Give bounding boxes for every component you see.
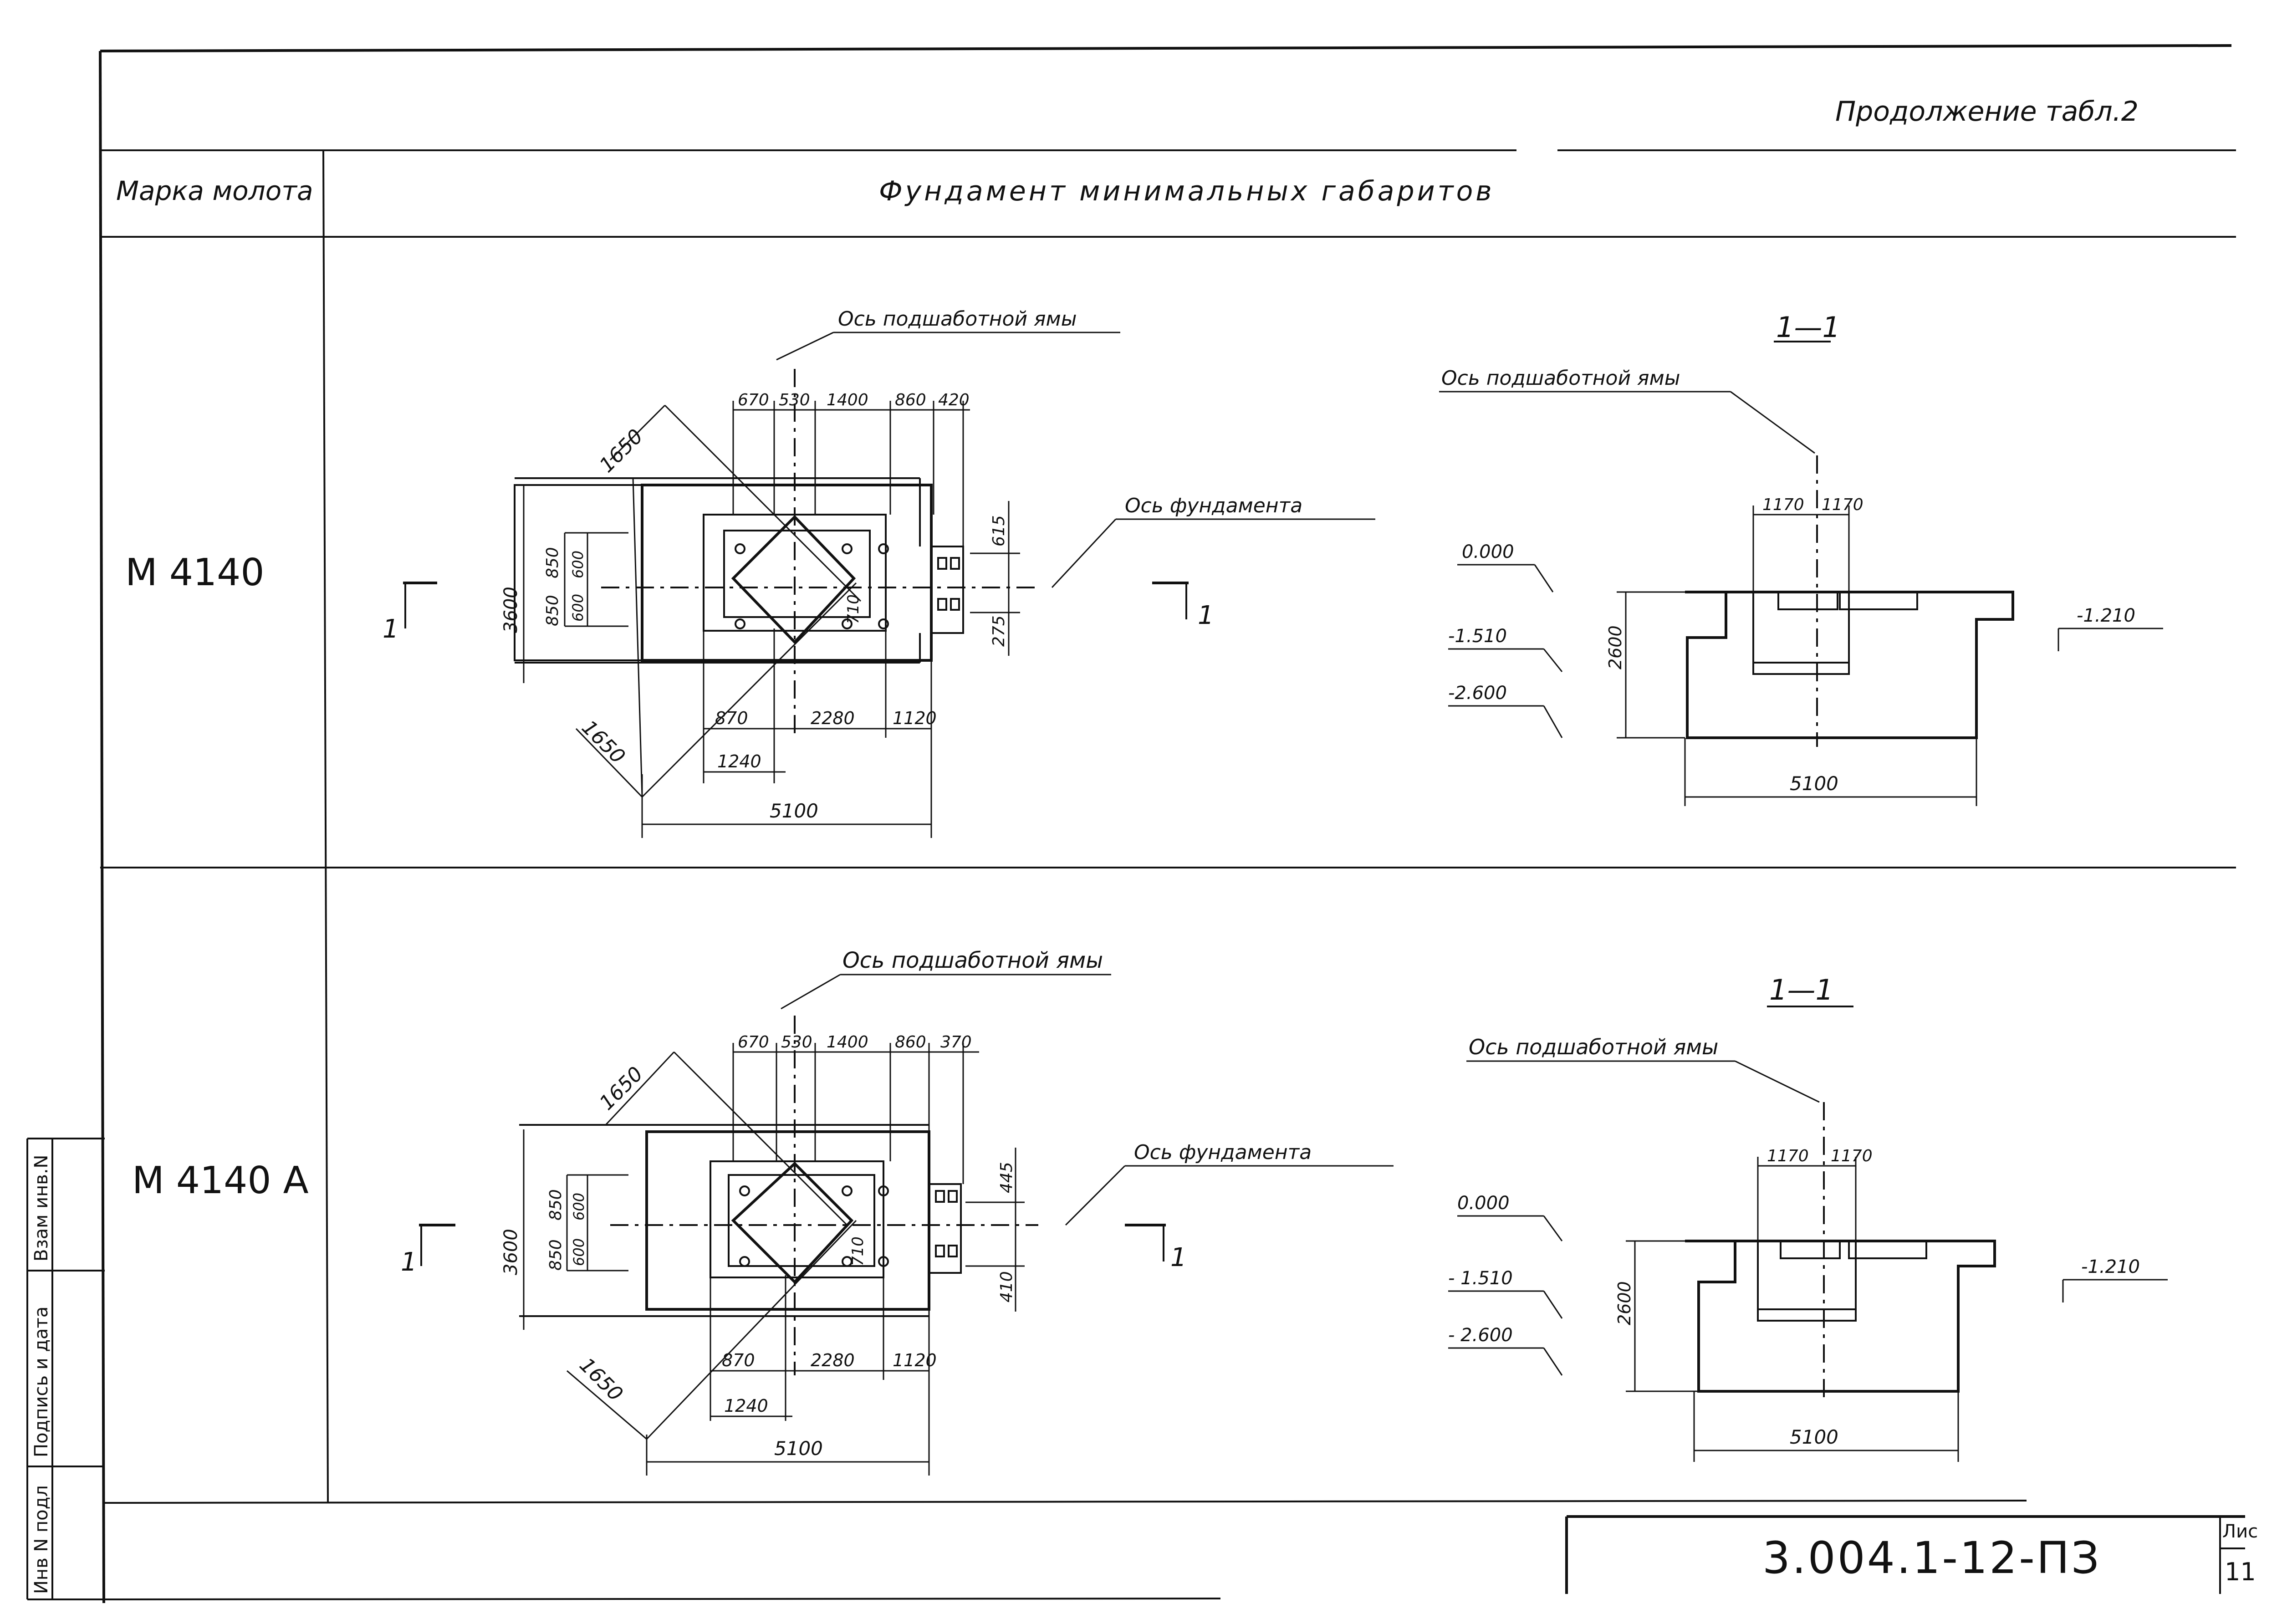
section-mark-right: 1 bbox=[1198, 601, 1214, 630]
dim-top-2: 530 bbox=[779, 391, 810, 409]
dim-top-3: 1400 bbox=[827, 1033, 868, 1052]
dim-top-1: 670 bbox=[738, 391, 769, 409]
level-1: - 1.510 bbox=[1448, 1268, 1513, 1289]
dim-top-5: 370 bbox=[940, 1033, 972, 1052]
dim-bottom-3: 1120 bbox=[893, 1350, 937, 1370]
dim-top-5: 420 bbox=[938, 391, 970, 409]
section-view-m4140 bbox=[1439, 341, 2163, 806]
dim-left-4: 850 bbox=[543, 595, 562, 626]
dim-total-width: 5100 bbox=[770, 800, 818, 822]
stamp-replaced-inv: Взам инв.N bbox=[31, 1154, 52, 1261]
continuation-label: Продолжение табл.2 bbox=[1835, 96, 2139, 128]
plan-view-m4140 bbox=[403, 332, 1375, 838]
dim-height: 3600 bbox=[500, 1229, 521, 1275]
dim-top-4: 860 bbox=[895, 1033, 926, 1052]
section-title: 1—1 bbox=[1769, 973, 1833, 1006]
dim-bottom-2: 2280 bbox=[811, 1350, 855, 1370]
dim-bottom-1: 870 bbox=[722, 1350, 755, 1370]
dim-inner: 710 bbox=[849, 1236, 867, 1266]
document-number: 3.004.1-12-ПЗ bbox=[1762, 1532, 2101, 1583]
stamp-original-inv: Инв N подл bbox=[31, 1485, 52, 1594]
level-2: - 2.600 bbox=[1448, 1325, 1513, 1346]
section-depth: 2600 bbox=[1605, 625, 1625, 669]
level-zero: 0.000 bbox=[1457, 1193, 1510, 1214]
level-2: -2.600 bbox=[1448, 683, 1507, 704]
level-right: -1.210 bbox=[2077, 605, 2135, 626]
section-dim-right: 1170 bbox=[1822, 495, 1863, 514]
dim-left-2: 600 bbox=[570, 1193, 587, 1221]
column-header-hammer: Марка молота bbox=[116, 175, 313, 206]
section-pit-axis-label: Ось подшаботной ямы bbox=[1441, 367, 1680, 390]
dim-left-3: 600 bbox=[570, 1238, 587, 1266]
table-frame bbox=[26, 44, 2245, 1604]
level-1: -1.510 bbox=[1448, 626, 1507, 647]
dim-left-4: 850 bbox=[546, 1239, 565, 1271]
dim-total-width: 5100 bbox=[774, 1437, 823, 1460]
dim-left-1: 850 bbox=[543, 547, 562, 578]
level-zero: 0.000 bbox=[1462, 541, 1514, 562]
dim-left-1: 850 bbox=[546, 1189, 565, 1221]
column-header-foundation: Фундамент минимальных габаритов bbox=[879, 175, 1495, 207]
dim-diag-top: 1650 bbox=[595, 425, 648, 477]
section-title: 1—1 bbox=[1776, 311, 1840, 344]
section-view-m4140a bbox=[1448, 1006, 2168, 1462]
section-width: 5100 bbox=[1790, 1426, 1838, 1448]
dim-right-1: 445 bbox=[997, 1162, 1016, 1193]
hammer-model-row2: М 4140 А bbox=[132, 1159, 309, 1202]
dim-bottom-2: 2280 bbox=[811, 708, 855, 728]
foundation-axis-label: Ось фундамента bbox=[1134, 1141, 1312, 1164]
dim-sub: 1240 bbox=[717, 751, 761, 771]
dim-left-3: 600 bbox=[569, 594, 587, 622]
section-mark-right: 1 bbox=[1170, 1243, 1187, 1272]
dim-top-3: 1400 bbox=[827, 391, 868, 409]
dim-bottom-3: 1120 bbox=[893, 708, 937, 728]
section-dim-left: 1170 bbox=[1767, 1147, 1809, 1165]
sheet-label: Лис bbox=[2222, 1521, 2258, 1542]
dim-right-1: 615 bbox=[990, 515, 1008, 546]
section-mark-left: 1 bbox=[383, 614, 399, 644]
section-pit-axis-label: Ось подшаботной ямы bbox=[1469, 1035, 1718, 1059]
dim-sub: 1240 bbox=[724, 1396, 768, 1416]
dim-right-2: 275 bbox=[990, 615, 1008, 647]
dim-diag-bottom: 1650 bbox=[575, 1353, 627, 1406]
level-right: -1.210 bbox=[2081, 1256, 2140, 1277]
dim-bottom-1: 870 bbox=[715, 708, 748, 728]
hammer-model-row1: М 4140 bbox=[125, 551, 265, 594]
foundation-axis-label: Ось фундамента bbox=[1125, 494, 1302, 517]
sheet-number: 11 bbox=[2225, 1558, 2256, 1586]
dim-height: 3600 bbox=[500, 587, 521, 633]
plan-view-m4140a bbox=[419, 974, 1394, 1476]
dim-inner: 710 bbox=[844, 594, 863, 624]
section-dim-right: 1170 bbox=[1831, 1147, 1873, 1165]
dim-right-2: 410 bbox=[997, 1271, 1016, 1302]
section-mark-left: 1 bbox=[401, 1247, 417, 1277]
stamp-signature-date: Подпись и дата bbox=[31, 1306, 52, 1457]
section-dim-left: 1170 bbox=[1762, 495, 1804, 514]
section-width: 5100 bbox=[1790, 772, 1838, 795]
dim-top-1: 670 bbox=[738, 1033, 769, 1052]
dim-diag-bottom: 1650 bbox=[577, 716, 629, 768]
dim-top-4: 860 bbox=[895, 391, 926, 409]
pit-axis-label: Ось подшаботной ямы bbox=[842, 948, 1103, 973]
dim-top-2: 530 bbox=[781, 1033, 812, 1052]
dim-left-2: 600 bbox=[569, 551, 587, 578]
pit-axis-label: Ось подшаботной ямы bbox=[838, 307, 1077, 331]
section-depth: 2600 bbox=[1614, 1281, 1634, 1325]
dim-diag-top: 1650 bbox=[595, 1062, 648, 1115]
